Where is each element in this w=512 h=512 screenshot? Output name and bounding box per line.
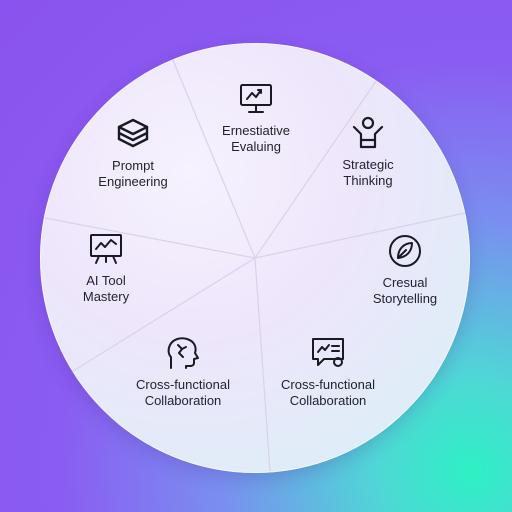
head-profile-icon bbox=[167, 337, 199, 369]
segment-creative-evaluating: Ernestiative Evaluing bbox=[191, 81, 321, 155]
monitor-chart-icon bbox=[240, 84, 272, 113]
segment-label: Ernestiative Evaluing bbox=[222, 123, 290, 154]
segment-ai-tool-mastery: AI Tool Mastery bbox=[41, 231, 171, 305]
segment-label: Cross-functional Collaboration bbox=[136, 377, 230, 408]
segment-strategic-thinking: Strategic Thinking bbox=[303, 115, 433, 189]
leaf-circle-icon bbox=[389, 235, 421, 267]
segment-label: AI Tool Mastery bbox=[82, 273, 130, 304]
person-raised-arms-icon bbox=[352, 116, 384, 149]
segment-label: Cross-functional Collaboration bbox=[281, 377, 375, 408]
segment-prompt-engineering: Prompt Engineering bbox=[68, 116, 198, 190]
segment-label: Prompt Engineering bbox=[98, 158, 168, 189]
segment-label: Cresual Storytelling bbox=[372, 275, 438, 306]
presentation-board-icon bbox=[90, 234, 122, 264]
wheel-dividers bbox=[44, 52, 466, 472]
segment-cross-functional-left: Cross-functional Collaboration bbox=[118, 335, 248, 409]
skills-wheel: Ernestiative Evaluing Strategic Thinking… bbox=[40, 43, 470, 473]
segment-label: Strategic Thinking bbox=[342, 157, 394, 188]
segment-creative-storytelling: Cresual Storytelling bbox=[340, 233, 470, 307]
chat-screen-icon bbox=[312, 338, 344, 367]
segment-cross-functional-right: Cross-functional Collaboration bbox=[263, 335, 393, 409]
layers-stack-icon bbox=[117, 118, 149, 148]
